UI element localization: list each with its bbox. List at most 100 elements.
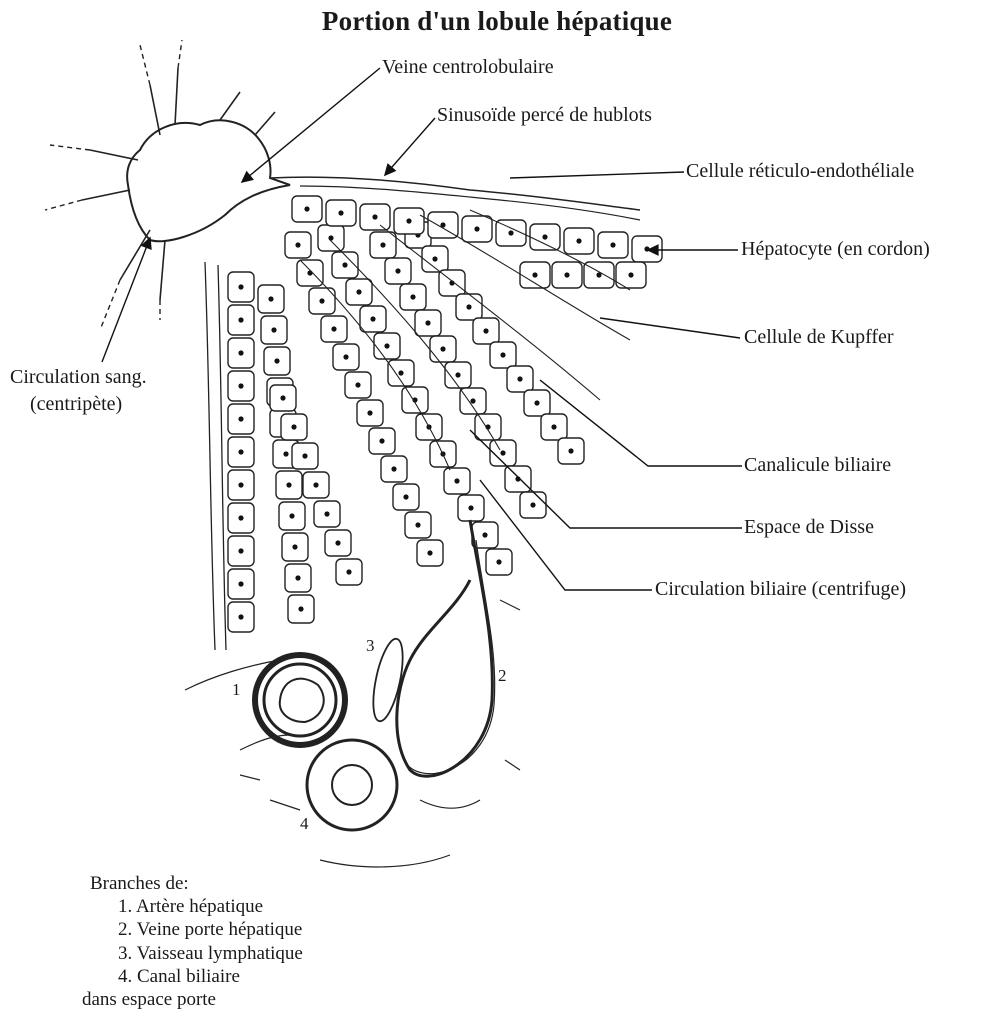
bile-duct-inner (332, 765, 372, 805)
hepatocyte-nucleus (319, 298, 324, 303)
hepatocyte-nucleus (370, 316, 375, 321)
hepatocyte-nucleus (395, 268, 400, 273)
hepatocyte-nucleus (238, 548, 243, 553)
portal-vein (397, 520, 493, 776)
hepatocyte-nucleus (238, 317, 243, 322)
hepatocyte-nucleus (470, 398, 475, 403)
hepatocyte-nucleus (238, 581, 243, 586)
label-hepatocyte: Hépatocyte (en cordon) (741, 238, 930, 261)
hepatocyte-nucleus (410, 294, 415, 299)
hepatocyte-nucleus (331, 326, 336, 331)
label-reticulo-endothelial: Cellule réticulo-endothéliale (686, 160, 914, 183)
hepatocyte-nucleus (406, 218, 411, 223)
hepatocyte-nucleus (238, 515, 243, 520)
hepatic-artery-ring (264, 664, 336, 736)
hepatic-artery-lumen (280, 679, 324, 722)
label-central-vein: Veine centrolobulaire (382, 56, 554, 79)
legend: Branches de: 1. Artère hépatique 2. Vein… (90, 872, 303, 1011)
hepatocyte-nucleus (238, 284, 243, 289)
hepatocyte-nucleus (440, 346, 445, 351)
hepatocyte-nucleus (415, 522, 420, 527)
number-4: 4 (300, 814, 309, 834)
hepatocyte-nucleus (466, 304, 471, 309)
label-bile-circulation: Circulation biliaire (centrifuge) (655, 578, 906, 601)
legend-item: 1. Artère hépatique (90, 895, 303, 918)
hepatocyte-nucleus (391, 466, 396, 471)
number-2: 2 (498, 666, 507, 686)
hepatocyte-nucleus (425, 320, 430, 325)
hepatocyte-nucleus (298, 606, 303, 611)
label-blood-circulation-1: Circulation sang. (10, 366, 147, 389)
central-vein (127, 120, 290, 241)
hepatocyte-nucleus (432, 256, 437, 261)
hepatocyte-nucleus (307, 270, 312, 275)
hepatocyte-nucleus (496, 559, 501, 564)
hepatocyte-nucleus (508, 230, 513, 235)
hepatocyte-nucleus (427, 550, 432, 555)
number-1: 1 (232, 680, 241, 700)
label-disse-space: Espace de Disse (744, 516, 874, 539)
leader-line (385, 118, 435, 175)
label-bile-canaliculus: Canalicule biliaire (744, 454, 891, 477)
hepatocyte-nucleus (238, 482, 243, 487)
hepatocyte-nucleus (564, 272, 569, 277)
hepatocyte-nucleus (500, 352, 505, 357)
hepatocyte-nucleus (238, 449, 243, 454)
hepatocyte-nucleus (274, 358, 279, 363)
bile-duct-outer (307, 740, 397, 830)
hepatocyte-nucleus (238, 416, 243, 421)
hepatocyte-nucleus (534, 400, 539, 405)
hepatocyte-nucleus (454, 478, 459, 483)
hepatocyte-nucleus (398, 370, 403, 375)
hepatocyte-nucleus (302, 453, 307, 458)
legend-footer: dans espace porte (82, 988, 303, 1011)
legend-item: 4. Canal biliaire (90, 965, 303, 988)
hepatocyte-nucleus (324, 511, 329, 516)
label-kupffer: Cellule de Kupffer (744, 326, 894, 349)
hepatocyte-nucleus (517, 376, 522, 381)
hepatocyte-nucleus (268, 296, 273, 301)
hepatocyte-nucleus (530, 502, 535, 507)
hepatocyte-nucleus (238, 350, 243, 355)
legend-heading: Branches de: (90, 872, 303, 895)
central-vein-spikes (82, 68, 275, 300)
hepatocyte-nucleus (343, 354, 348, 359)
hepatocyte-nucleus (610, 242, 615, 247)
hepatocyte-nucleus (474, 226, 479, 231)
hepatocyte-nucleus (283, 451, 288, 456)
hepatocyte-nucleus (292, 544, 297, 549)
hepatocyte-nucleus (355, 382, 360, 387)
hepatocyte-nucleus (238, 614, 243, 619)
label-blood-circulation-2: (centripète) (30, 393, 122, 416)
leader-line (102, 238, 150, 362)
hepatocyte-nucleus (542, 234, 547, 239)
number-3: 3 (366, 636, 375, 656)
hepatocyte-nucleus (304, 206, 309, 211)
hepatocyte-nucleus (379, 438, 384, 443)
legend-item: 3. Vaisseau lymphatique (90, 942, 303, 965)
hepatocyte-nucleus (342, 262, 347, 267)
leader-line (510, 172, 684, 178)
hepatocyte-nucleus (551, 424, 556, 429)
hepatocyte-nucleus (384, 343, 389, 348)
hepatocyte-nucleus (500, 450, 505, 455)
vessels (45, 40, 640, 867)
hepatocyte-nucleus (532, 272, 537, 277)
hepatocyte-nucleus (356, 289, 361, 294)
hepatocyte-nucleus (468, 505, 473, 510)
hepatocyte-nucleus (313, 482, 318, 487)
hepatocyte-nucleus (328, 235, 333, 240)
hepatocyte-nucleus (346, 569, 351, 574)
hepatocyte-nucleus (403, 494, 408, 499)
hepatocyte-nucleus (271, 327, 276, 332)
hepatocyte-nucleus (380, 242, 385, 247)
hepatocyte-nucleus (291, 424, 296, 429)
hepatocyte-nucleus (295, 242, 300, 247)
hepatocyte-nucleus (295, 575, 300, 580)
label-sinusoid: Sinusoïde percé de hublots (437, 104, 652, 127)
sinusoid-left (205, 262, 226, 650)
leader-arrowhead (242, 172, 253, 182)
hepatocyte-nucleus (238, 383, 243, 388)
hepatocyte-nucleus (628, 272, 633, 277)
